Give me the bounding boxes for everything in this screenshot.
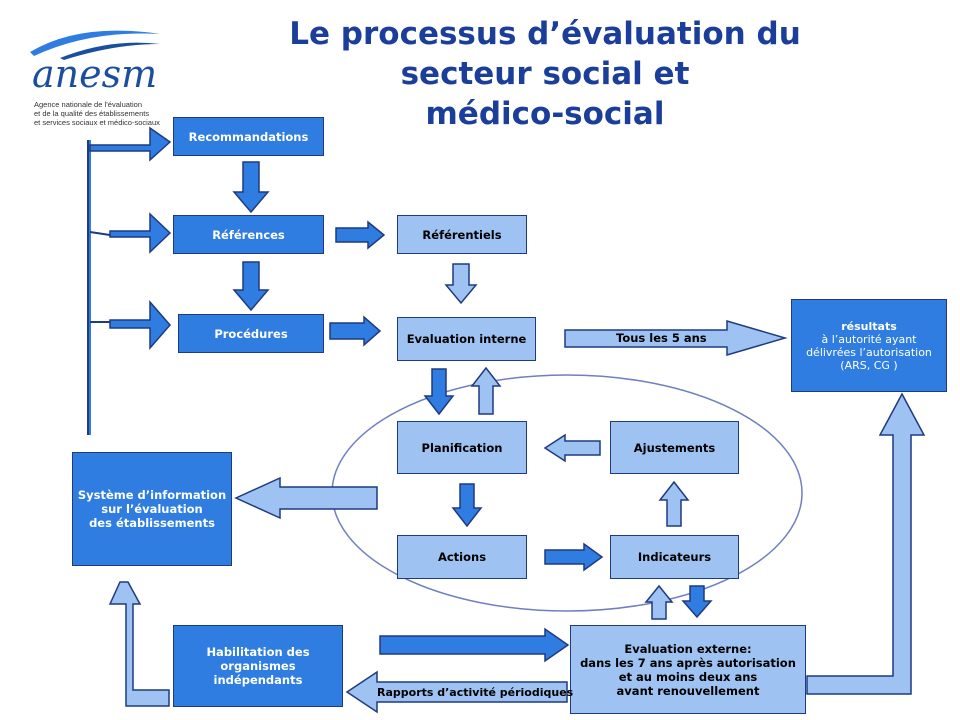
- title-line-3: médico-social: [425, 96, 665, 132]
- box-actions-label: Actions: [437, 550, 487, 564]
- box-resultats-line-4: (ARS, CG ): [840, 358, 898, 372]
- page-title: Le processus d’évaluation du secteur soc…: [200, 14, 890, 134]
- box-indicateurs: Indicateurs: [610, 535, 739, 579]
- box-externe-line-4: avant renouvellement: [616, 683, 760, 698]
- box-indicateurs-label: Indicateurs: [637, 550, 712, 564]
- arrow-evaluation-to-planification: [423, 368, 455, 416]
- title-line-2: secteur social et: [400, 56, 690, 92]
- box-ajustements: Ajustements: [610, 421, 739, 474]
- feedback-lines: [87, 140, 111, 435]
- anesm-logo: anesm Agence nationale de l’évaluation e…: [20, 22, 170, 127]
- box-systeme-line-2: sur l’évaluation: [101, 502, 203, 516]
- box-systeme-line-1: Système d’information: [77, 488, 227, 502]
- arrow-recommandations-references: [232, 161, 270, 214]
- box-procedures-label: Procédures: [214, 326, 288, 341]
- arrow-habilitation-systeme: [108, 581, 170, 707]
- feedback-arrow-procedures: [109, 299, 171, 351]
- box-recommandations-label: Recommandations: [188, 129, 309, 144]
- arrow-referentiels-evaluation-interne: [444, 263, 478, 305]
- logo-tagline-3: et services sociaux et médico-sociaux: [34, 118, 160, 127]
- box-externe-line-3: et au moins deux ans: [618, 669, 758, 684]
- box-externe-line-2: dans les 7 ans après autorisation: [580, 655, 796, 670]
- box-planification-label: Planification: [421, 440, 503, 455]
- box-references: Références: [173, 215, 324, 254]
- box-habilitation-line-1: Habilitation des: [206, 645, 310, 659]
- arrow-procedures-evaluation-interne: [329, 315, 382, 347]
- arrow-indicateurs-ajustements: [658, 480, 690, 527]
- box-externe-line-1: Evaluation externe:: [624, 641, 752, 656]
- box-resultats: résultats à l’autorité ayant délivrées l…: [791, 299, 947, 392]
- box-resultats-line-2: à l’autorité ayant: [821, 332, 917, 346]
- arrow-ajustements-planification: [543, 433, 601, 463]
- arrow-to-systeme: [234, 476, 378, 520]
- box-evaluation-interne-label: Evaluation interne: [406, 332, 527, 346]
- box-evaluation-interne: Evaluation interne: [397, 317, 536, 361]
- box-systeme-line-3: des établissements: [89, 516, 215, 530]
- feedback-arrow-recommandations: [89, 126, 172, 162]
- box-resultats-line-1: résultats: [841, 319, 897, 333]
- arrow-planification-actions: [451, 483, 483, 528]
- logo-tagline-1: Agence nationale de l’évaluation: [34, 100, 142, 109]
- feedback-arrow-references: [109, 212, 172, 254]
- logo-name: anesm: [32, 52, 158, 96]
- logo-tagline-2: et de la qualité des établissements: [34, 109, 150, 118]
- arrow-externe-to-indicateurs: [644, 584, 674, 620]
- arrow-rapports: [345, 670, 568, 714]
- box-recommandations: Recommandations: [173, 117, 324, 156]
- box-habilitation-line-2: organismes: [220, 659, 296, 673]
- box-referentiels-label: Référentiels: [422, 227, 502, 242]
- label-rapports: Rapports d’activité périodiques: [377, 686, 574, 699]
- box-habilitation-line-3: indépendants: [213, 673, 303, 687]
- box-planification: Planification: [397, 421, 527, 474]
- arrow-indicateurs-to-externe: [681, 585, 713, 619]
- arrow-planification-to-evaluation: [470, 366, 502, 415]
- logo-swoosh-icon: [30, 30, 160, 60]
- arrow-actions-indicateurs: [544, 542, 604, 572]
- box-resultats-line-3: délivrées l’autorisation: [806, 345, 932, 359]
- box-evaluation-externe: Evaluation externe: dans les 7 ans après…: [570, 625, 806, 714]
- box-actions: Actions: [397, 535, 527, 579]
- box-habilitation: Habilitation des organismes indépendants: [173, 625, 343, 707]
- box-systeme-information: Système d’information sur l’évaluation d…: [72, 452, 232, 566]
- title-line-1: Le processus d’évaluation du: [289, 16, 801, 52]
- box-procedures: Procédures: [178, 314, 324, 353]
- arrow-externe-resultats: [806, 392, 926, 695]
- arrow-habilitation-externe: [379, 627, 570, 663]
- box-references-label: Références: [212, 227, 285, 242]
- box-ajustements-label: Ajustements: [633, 440, 716, 455]
- label-tous-les-5-ans: Tous les 5 ans: [616, 331, 707, 345]
- arrow-tous-les-5-ans: [564, 319, 788, 357]
- box-referentiels: Référentiels: [397, 215, 527, 254]
- arrow-references-procedures: [232, 261, 270, 312]
- arrow-references-referentiels: [335, 220, 386, 250]
